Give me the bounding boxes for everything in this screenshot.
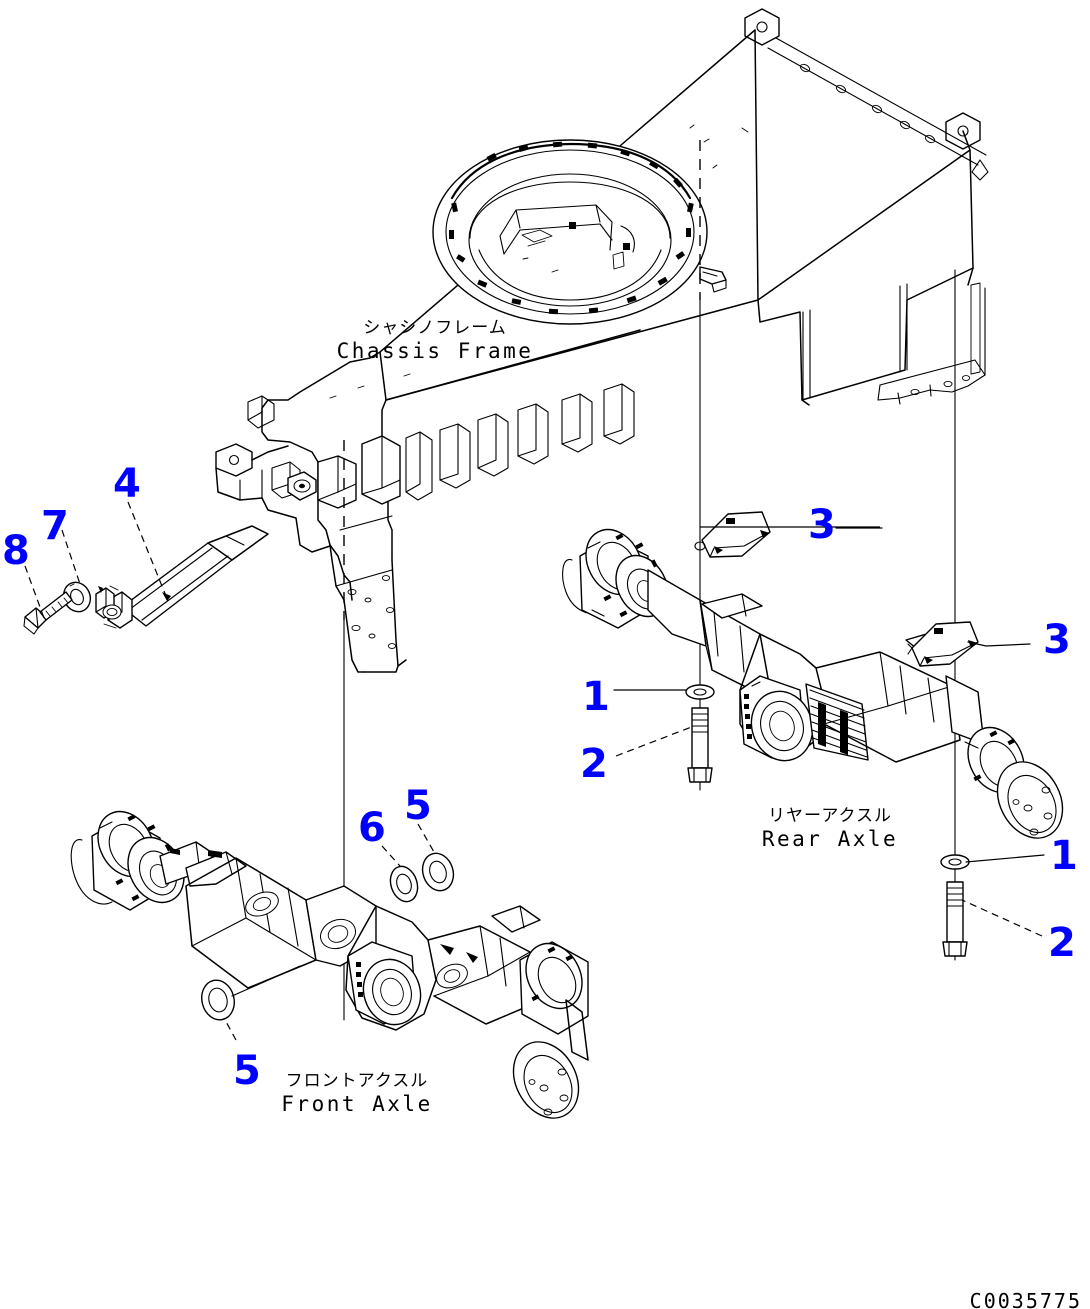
callout-4: 4: [113, 461, 141, 507]
figure-code: C0035775: [969, 1289, 1082, 1309]
part-2-bolt-rear-left: [687, 707, 713, 783]
callout-1-rear-right: 1: [1050, 833, 1078, 879]
part-5-oring-front-upper: [421, 852, 455, 892]
chassis-frame-drawing: [215, 8, 989, 673]
label-front-axle-jp: フロントアクスル: [285, 1071, 429, 1091]
callout-1-rear-left: 1: [582, 674, 610, 720]
label-chassis-frame: シャシノフレーム Chassis Frame: [337, 318, 534, 364]
part-1-washer-rear-right: [940, 854, 970, 870]
drive-shaft-group: [23, 525, 269, 635]
callout-3-rear-left: 3: [808, 502, 836, 548]
callout-6-front: 6: [358, 805, 386, 851]
callout-2-rear-left: 2: [580, 741, 608, 787]
label-front-axle-en: Front Axle: [281, 1091, 433, 1116]
part-3-shim-left: [694, 511, 771, 558]
part-3-shim-right: [907, 621, 979, 667]
part-8-bolt: [23, 591, 73, 635]
callout-5-front-upper: 5: [404, 783, 432, 829]
part-2-bolt-rear-right: [942, 881, 968, 957]
label-rear-axle-en: Rear Axle: [761, 826, 899, 851]
front-axle-drawing: [70, 810, 589, 1119]
callout-2-rear-right: 2: [1048, 920, 1076, 966]
label-chassis-frame-jp: シャシノフレーム: [363, 318, 507, 338]
label-rear-axle: リヤーアクスル Rear Axle: [762, 806, 898, 852]
part-1-washer-rear-left: [685, 684, 715, 700]
callout-3-rear-right: 3: [1043, 617, 1071, 663]
part-5-oring-front-lower: [201, 979, 235, 1021]
label-chassis-frame-en: Chassis Frame: [336, 338, 534, 363]
callout-7: 7: [41, 503, 69, 549]
rear-axle-drawing: [562, 528, 1064, 839]
part-6-shim-front-upper: [389, 865, 419, 903]
callout-8: 8: [2, 528, 30, 574]
label-rear-axle-jp: リヤーアクスル: [768, 806, 892, 826]
callout-5-front-lower: 5: [233, 1048, 261, 1094]
label-front-axle: フロントアクスル Front Axle: [281, 1071, 432, 1117]
